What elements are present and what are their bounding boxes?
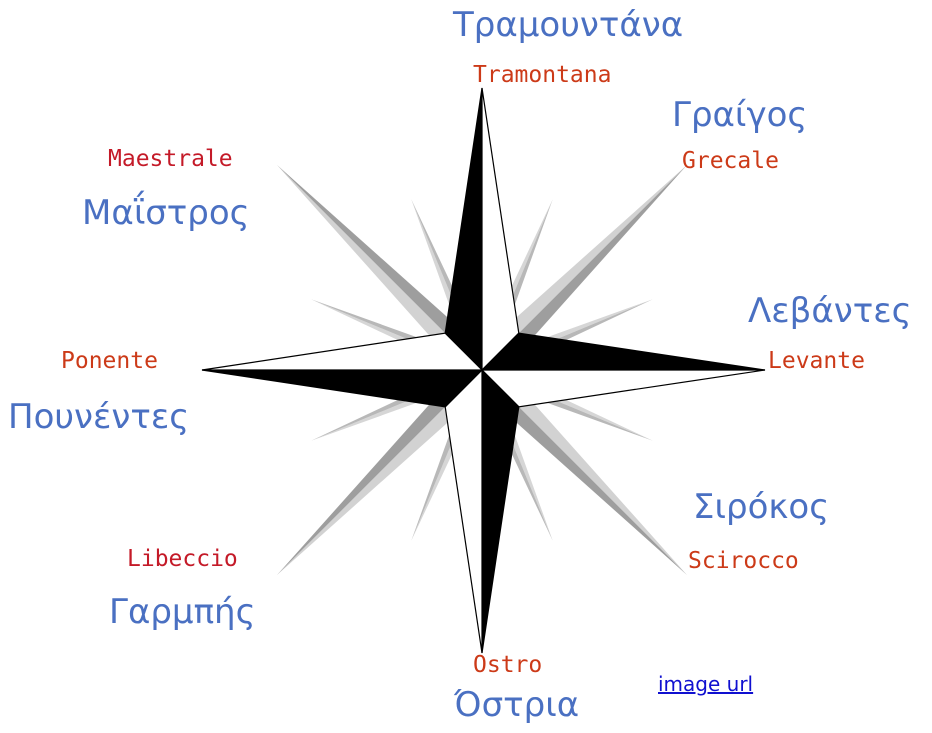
greek-label-west: Πουνέντες <box>8 397 190 437</box>
greek-label-southeast: Σιρόκος <box>693 487 830 527</box>
cardinal-point-white-half <box>481 87 520 372</box>
main-wind-points <box>201 87 766 654</box>
image-url-link[interactable]: image url <box>658 672 754 696</box>
italian-label-west: Ponente <box>61 348 158 374</box>
cardinal-point-black-half <box>480 332 766 371</box>
cardinal-point-black-half <box>444 87 483 372</box>
intercardinal-point-light <box>482 164 688 370</box>
minor-point-left <box>311 299 482 370</box>
italian-label-northeast: Grecale <box>682 148 779 174</box>
italian-label-northwest: Maestrale <box>108 146 233 172</box>
greek-label-southwest: Γαρμπής <box>109 592 256 632</box>
greek-label-northeast: Γραίγος <box>672 95 808 135</box>
intercardinal-point-light <box>276 370 482 576</box>
italian-label-east: Levante <box>768 348 865 374</box>
cardinal-point-white-half <box>444 368 483 654</box>
minor-point-left <box>482 199 553 370</box>
minor-point-right <box>411 199 482 370</box>
cardinal-point-black-half <box>201 369 484 408</box>
minor-point-right <box>482 299 653 370</box>
italian-label-south: Ostro <box>473 652 543 678</box>
greek-label-north: Τραμουντάνα <box>453 5 684 45</box>
cardinal-point-white-half <box>480 369 766 408</box>
intercardinal-point-dark <box>482 164 688 370</box>
italian-label-north: Tramontana <box>473 62 612 88</box>
italian-label-southwest: Libeccio <box>127 546 238 572</box>
greek-label-east: Λεβάντες <box>748 291 912 331</box>
greek-label-south: Όστρια <box>454 685 580 725</box>
minor-point-right <box>482 370 553 541</box>
cardinal-point-black-half <box>481 368 520 654</box>
intercardinal-point-dark <box>276 370 482 576</box>
intercardinal-point-dark <box>482 370 688 576</box>
italian-label-southeast: Scirocco <box>688 548 799 574</box>
cardinal-point-white-half <box>201 332 484 371</box>
minor-point-right <box>311 370 482 441</box>
secondary-wind-points <box>276 164 688 576</box>
intercardinal-point-dark <box>276 164 482 370</box>
greek-label-northwest: Μαΐστρος <box>82 193 250 233</box>
